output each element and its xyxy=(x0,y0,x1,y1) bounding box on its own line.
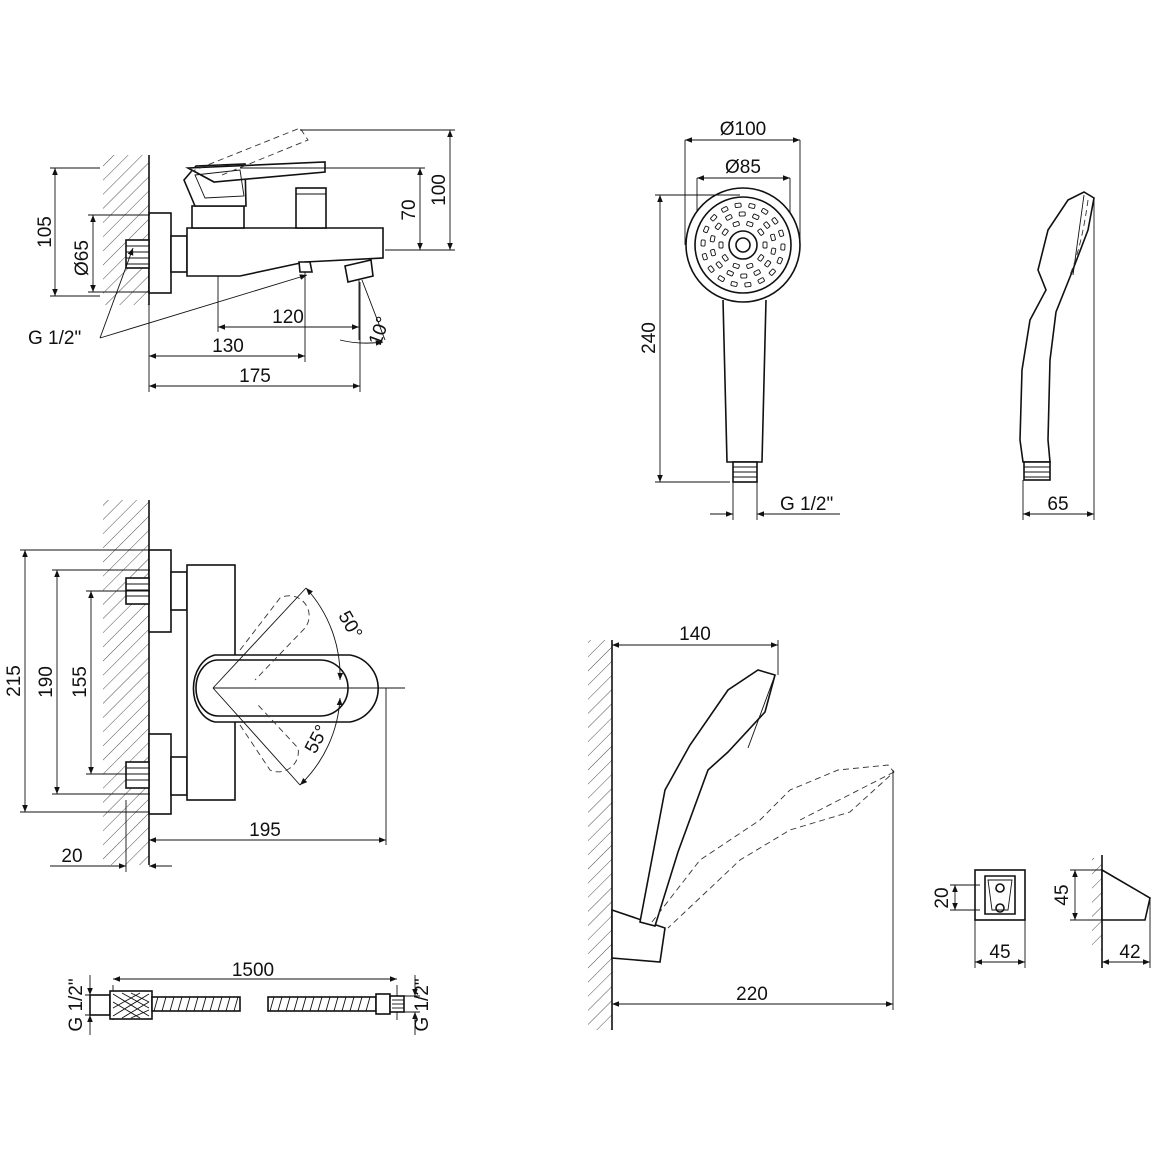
nozzle-mark xyxy=(721,228,729,236)
dim-65-side: 65 xyxy=(1047,494,1068,515)
nozzle-mark xyxy=(762,241,768,249)
nozzle-mark xyxy=(726,270,734,277)
nozzle-mark xyxy=(710,248,716,257)
holder-detail: 20 45 45 42 xyxy=(932,855,1151,968)
nozzle-mark xyxy=(757,228,765,236)
shower-face-inner xyxy=(694,196,792,294)
dim-diam65: Ø65 xyxy=(72,240,93,276)
nozzle-mark xyxy=(709,235,716,243)
nozzle-mark xyxy=(732,221,740,228)
diverter-knob xyxy=(295,187,327,229)
dim-100: 100 xyxy=(429,174,450,206)
nozzle-mark xyxy=(721,254,729,262)
nozzle-mark xyxy=(753,269,761,276)
nozzle-mark xyxy=(770,233,776,242)
nozzle-mark xyxy=(778,229,785,237)
nozzle-mark xyxy=(725,214,733,221)
nozzle-mark xyxy=(734,202,742,208)
shower-head-side: 65 xyxy=(1019,191,1095,520)
angle-10: 10° xyxy=(365,314,395,348)
nozzle-mark xyxy=(780,243,786,251)
shower-face-outer xyxy=(685,187,801,303)
center-nozzle xyxy=(728,230,758,260)
dim-120: 120 xyxy=(272,307,304,328)
nozzle-mark xyxy=(768,268,776,276)
wall-hatch xyxy=(103,155,149,305)
thread-label: G 1/2" xyxy=(28,328,81,349)
nozzle-mark xyxy=(757,277,765,284)
hose-nut-right xyxy=(375,993,391,1015)
dim-215: 215 xyxy=(4,665,25,697)
dim-105: 105 xyxy=(35,216,56,248)
nozzle-mark xyxy=(700,239,706,247)
dim-42: 42 xyxy=(1119,942,1140,963)
nozzle-mark xyxy=(738,211,746,217)
nozzle-mark xyxy=(703,225,710,234)
dim-175: 175 xyxy=(239,366,271,387)
angle-50: 50° xyxy=(333,608,366,643)
nozzle-mark xyxy=(770,247,777,255)
dim-45-side: 45 xyxy=(1052,884,1073,905)
nozzle-mark xyxy=(744,282,752,288)
dim-20-holder: 20 xyxy=(932,887,953,908)
spout-outlet xyxy=(344,259,374,283)
dim-20: 20 xyxy=(61,846,82,867)
nozzle-mark xyxy=(732,262,740,269)
nozzle-mark xyxy=(746,262,754,269)
nozzle-mark xyxy=(701,253,708,261)
nozzle-mark xyxy=(707,265,715,273)
nozzle-mark xyxy=(764,260,772,268)
lever-raised xyxy=(189,127,309,176)
nozzle-mark xyxy=(752,213,760,220)
hose-thread-left: G 1/2" xyxy=(66,978,87,1031)
nozzle-mark xyxy=(717,275,725,282)
dim-195: 195 xyxy=(249,820,281,841)
nozzle-mark xyxy=(748,203,756,209)
mixer-side-view: 105 Ø65 70 100 120 130 175 10° xyxy=(28,127,455,392)
nozzle-mark xyxy=(763,221,771,229)
lever-front xyxy=(192,654,379,723)
dim-diam100: Ø100 xyxy=(720,119,766,140)
nozzle-mark xyxy=(721,206,729,213)
dim-70: 70 xyxy=(399,199,420,220)
hose-view: 1500 G 1/2" G 1/2" xyxy=(66,960,433,1035)
nozzle-mark xyxy=(771,217,779,225)
nozzle-mark xyxy=(718,241,724,249)
nozzle-mark xyxy=(776,256,783,265)
dim-240: 240 xyxy=(639,322,660,354)
nozzle-mark xyxy=(761,208,769,215)
cartridge xyxy=(191,205,245,229)
holder-installed-view: 140 220 xyxy=(588,624,895,1030)
shower-in-holder xyxy=(639,669,776,927)
mixer-front-view: 50° 55° 215 190 155 195 20 xyxy=(4,500,405,872)
nozzle-mark xyxy=(740,273,748,279)
dim-155: 155 xyxy=(70,666,91,698)
hose-thread-right: G 1/2" xyxy=(412,978,433,1031)
shower-tilted xyxy=(651,764,895,929)
nozzle-mark xyxy=(730,281,738,287)
wall-flange xyxy=(148,212,172,294)
wall-hatch-holder xyxy=(588,640,612,1030)
nozzle-mark xyxy=(714,222,722,230)
dim-130: 130 xyxy=(212,336,244,357)
angle-55: 55° xyxy=(301,722,333,757)
nozzle-mark xyxy=(746,221,754,228)
dim-diam85: Ø85 xyxy=(725,157,761,178)
dim-220: 220 xyxy=(736,984,768,1005)
nozzle-mark xyxy=(710,214,718,222)
nozzle-mark xyxy=(757,254,765,262)
handle xyxy=(722,299,767,463)
shower-head-front: Ø100 Ø85 240 G 1/2" xyxy=(639,119,840,520)
dim-45-front: 45 xyxy=(989,942,1010,963)
dim-190: 190 xyxy=(36,666,57,698)
nozzle-mark xyxy=(715,261,723,269)
holder-side xyxy=(1101,868,1151,921)
dim-1500: 1500 xyxy=(232,960,274,981)
dim-140: 140 xyxy=(679,624,711,645)
head-thread-label: G 1/2" xyxy=(780,494,833,515)
